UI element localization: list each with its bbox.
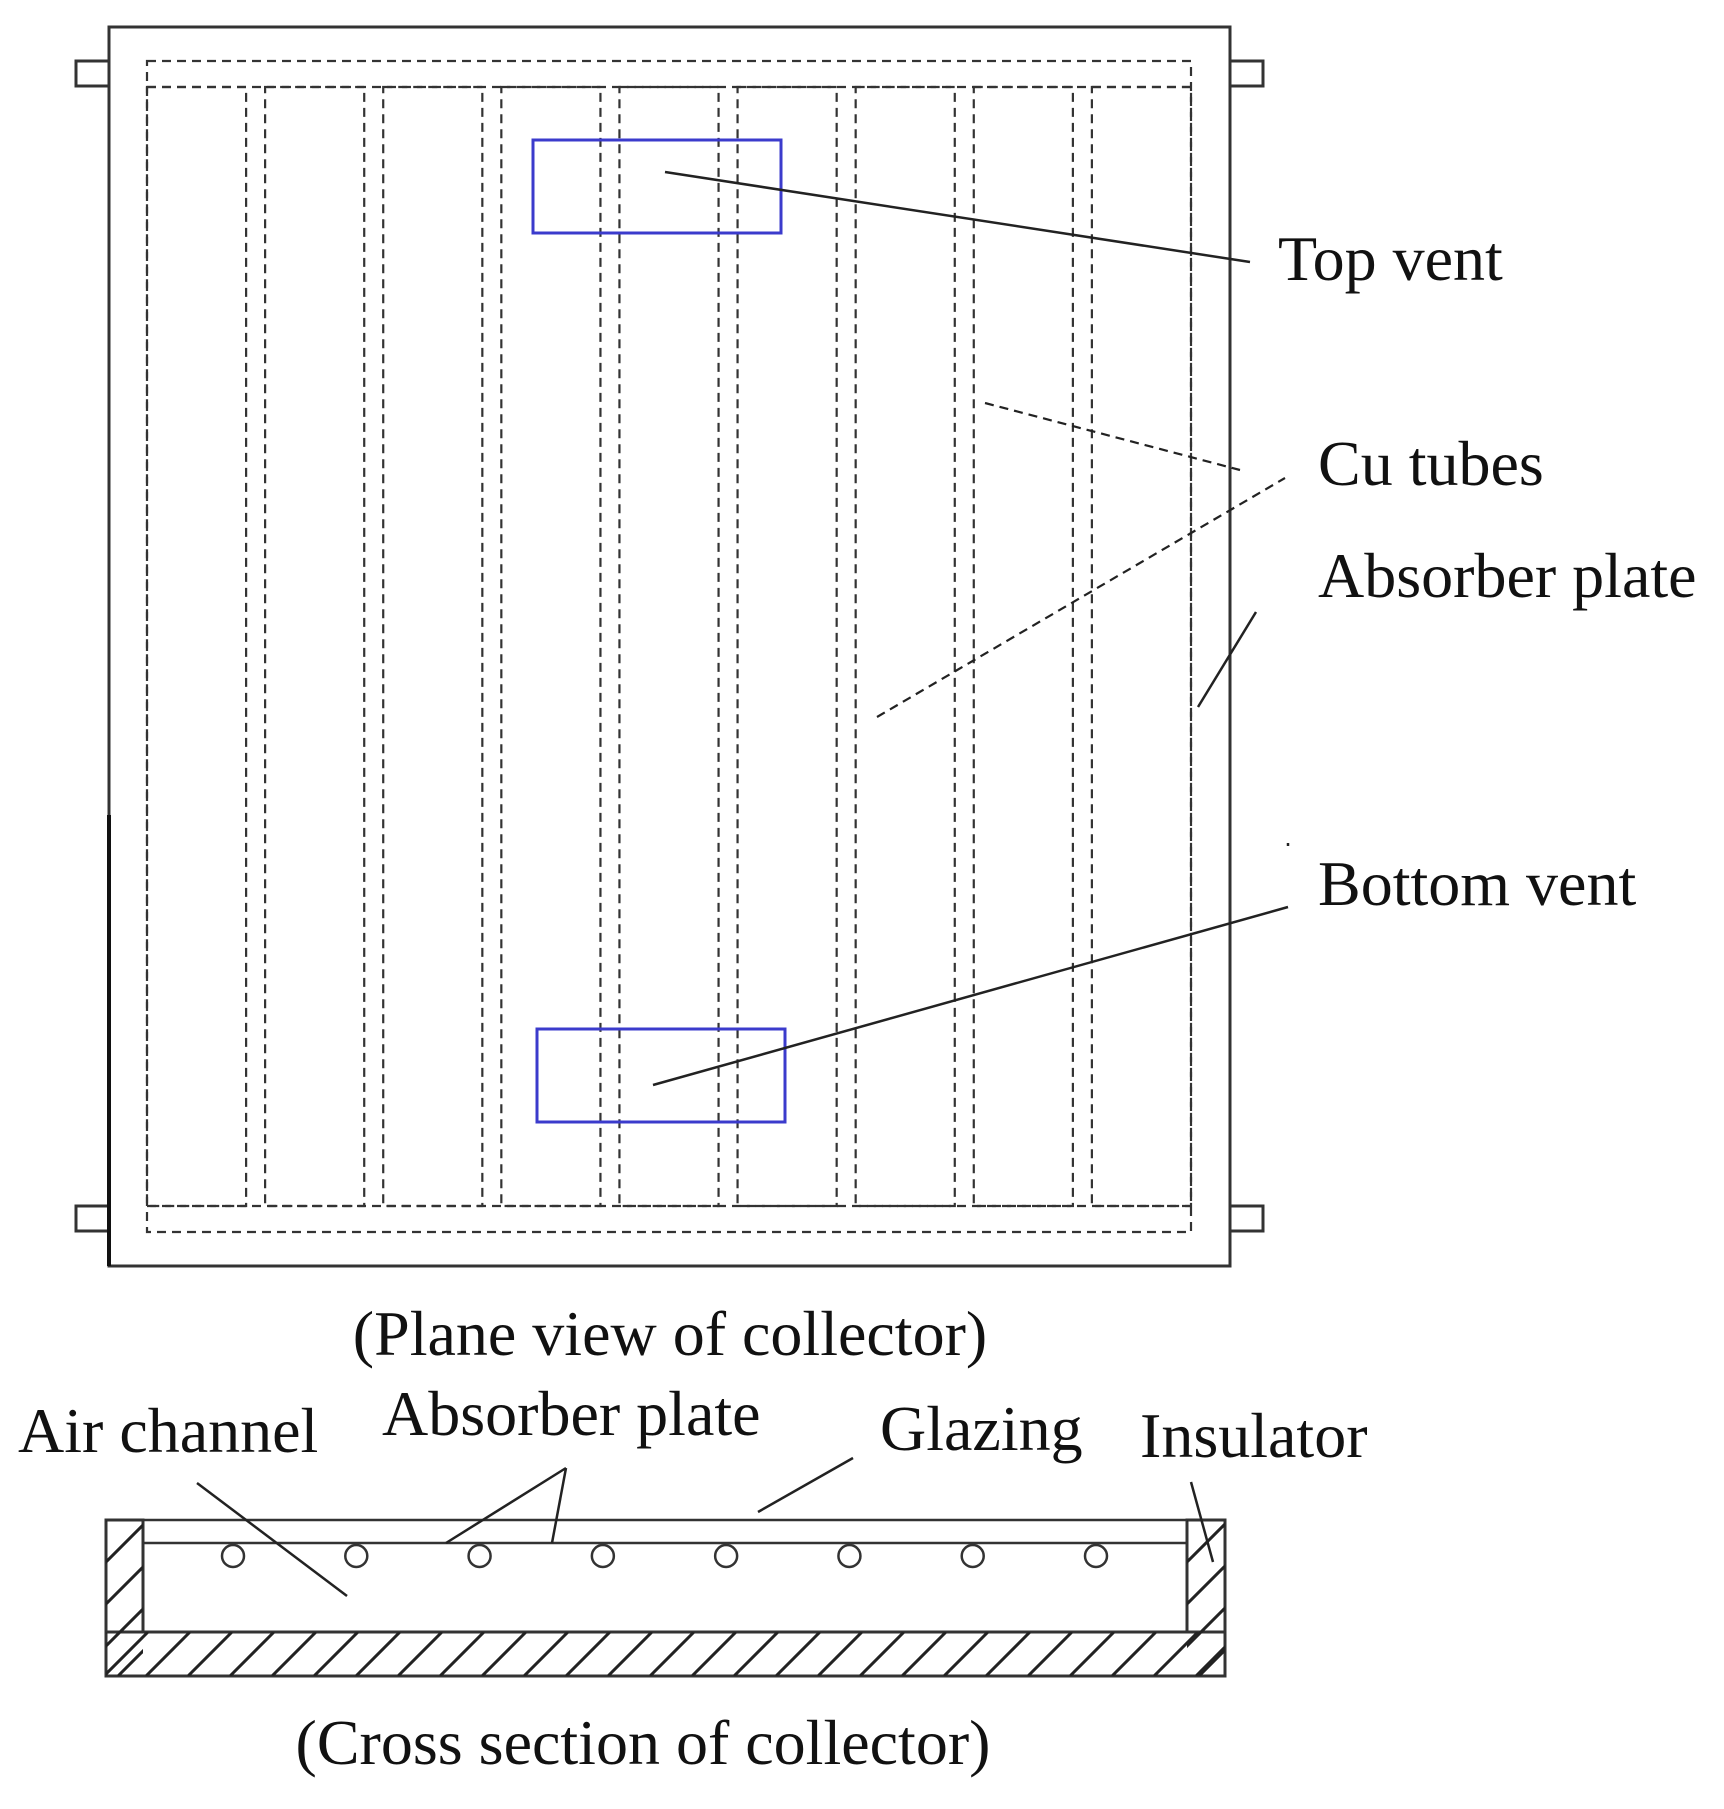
cu-tube-circle — [837, 1543, 862, 1569]
cu-tube-channel — [736, 85, 838, 1208]
cu-tube-circle — [467, 1543, 492, 1569]
hatch-line — [438, 1632, 486, 1676]
insulator-left-hatch — [106, 1520, 143, 1676]
hatch-line — [1194, 1644, 1225, 1676]
hatch-line — [942, 1632, 990, 1676]
collector-frame — [107, 25, 1232, 1268]
air-channel-label: Air channel — [18, 1395, 318, 1466]
cu-tube-channel — [854, 85, 956, 1208]
cu-tube-channel — [1090, 85, 1193, 1208]
hatch-line — [186, 1632, 234, 1676]
hatch-line — [1241, 1520, 1397, 1676]
top-vent — [531, 138, 783, 235]
cu-tubes-leader-lower — [876, 477, 1286, 718]
plan-view: Top vent Cu tubes Absorber plate Bottom … — [74, 25, 1697, 1369]
hatch-line — [228, 1632, 276, 1676]
pipe-stub-top-right — [1228, 59, 1265, 88]
hatch-line — [480, 1632, 528, 1676]
hatch-line — [984, 1632, 1032, 1676]
cu-tube-circle — [344, 1543, 369, 1569]
cu-tubes-leader-upper — [984, 401, 1241, 472]
hatch-line — [354, 1632, 402, 1676]
absorber-plate-leader-2 — [550, 1467, 568, 1544]
insulator-base-hatch — [106, 1632, 1282, 1676]
hatch-line — [270, 1632, 318, 1676]
cu-tube-channel — [264, 85, 366, 1208]
hatch-line — [858, 1632, 906, 1676]
cross-section: Air channel Absorber plate Glazing Insul… — [18, 1378, 1523, 1778]
hatch-line — [1367, 1520, 1523, 1676]
insulator-right-hatch — [1187, 1520, 1523, 1676]
hatch-line — [1152, 1632, 1200, 1676]
cu-tube-circle — [590, 1543, 616, 1569]
cu-tube-channel — [618, 85, 720, 1208]
hatch-line — [648, 1632, 696, 1676]
hatch-line — [106, 1522, 143, 1565]
hatch-line — [522, 1632, 570, 1676]
hatch-line — [1283, 1520, 1439, 1676]
hatch-line — [1325, 1520, 1481, 1676]
cu-tubes-label: Cu tubes — [1318, 428, 1544, 499]
pipe-stub-bottom-left — [74, 1204, 111, 1233]
hatch-line — [1068, 1632, 1116, 1676]
hatch-line — [1026, 1632, 1074, 1676]
hatch-line — [564, 1632, 612, 1676]
insulator-label: Insulator — [1140, 1400, 1368, 1471]
cu-tube-channel — [145, 85, 248, 1208]
hatch-line — [396, 1632, 444, 1676]
hatch-line — [900, 1632, 948, 1676]
air-channel-leader — [196, 1482, 348, 1597]
cu-tube-channel — [972, 85, 1074, 1208]
top-vent-leader — [664, 170, 1251, 264]
pipe-stub-bottom-right — [1228, 1204, 1265, 1233]
hatch-line — [106, 1520, 108, 1523]
hatch-line — [106, 1564, 143, 1607]
hatch-line — [690, 1632, 738, 1676]
hatch-line — [1187, 1521, 1225, 1565]
hatch-line — [606, 1632, 654, 1676]
cu-tube-circle — [220, 1543, 246, 1569]
cu-tube-channel — [382, 85, 484, 1208]
pipe-stub-top-left — [74, 59, 111, 88]
bottom-vent-leader — [652, 905, 1289, 1087]
absorber-plate-leader — [1196, 611, 1258, 708]
cu-tube-circle — [713, 1543, 739, 1569]
hatch-line — [1238, 1632, 1282, 1676]
absorber-plate-leader-1 — [445, 1466, 567, 1545]
hatch-line — [774, 1632, 822, 1676]
cu-tube-row — [220, 1543, 1109, 1569]
insulator-base — [104, 1630, 1227, 1678]
cross-section-caption: (Cross section of collector) — [296, 1707, 991, 1778]
hatch-line — [106, 1632, 150, 1676]
glazing-label: Glazing — [880, 1393, 1083, 1464]
hatch-line — [816, 1632, 864, 1676]
insulator-leader — [1189, 1481, 1215, 1563]
absorber-plate-label-plan: Absorber plate — [1318, 540, 1697, 611]
cu-tube-grid — [145, 59, 1193, 1234]
plan-view-caption: (Plane view of collector) — [353, 1298, 987, 1369]
cu-tube-channel — [500, 85, 602, 1208]
hatch-line — [312, 1632, 360, 1676]
top-vent-label: Top vent — [1278, 223, 1503, 294]
hatch-line — [732, 1632, 780, 1676]
bottom-vent-label: Bottom vent — [1318, 848, 1636, 919]
hatch-line — [106, 1632, 108, 1635]
cu-tube-circle — [1083, 1543, 1109, 1569]
hatch-line — [144, 1632, 192, 1676]
hatch-line — [1187, 1563, 1225, 1607]
bottom-vent — [535, 1027, 787, 1124]
hatch-line — [1110, 1632, 1158, 1676]
cu-tube-circle — [960, 1543, 985, 1569]
absorber-plate-label-section: Absorber plate — [382, 1378, 761, 1449]
absorber-plate-outline — [145, 59, 1193, 1234]
glazing-leader — [757, 1456, 854, 1514]
